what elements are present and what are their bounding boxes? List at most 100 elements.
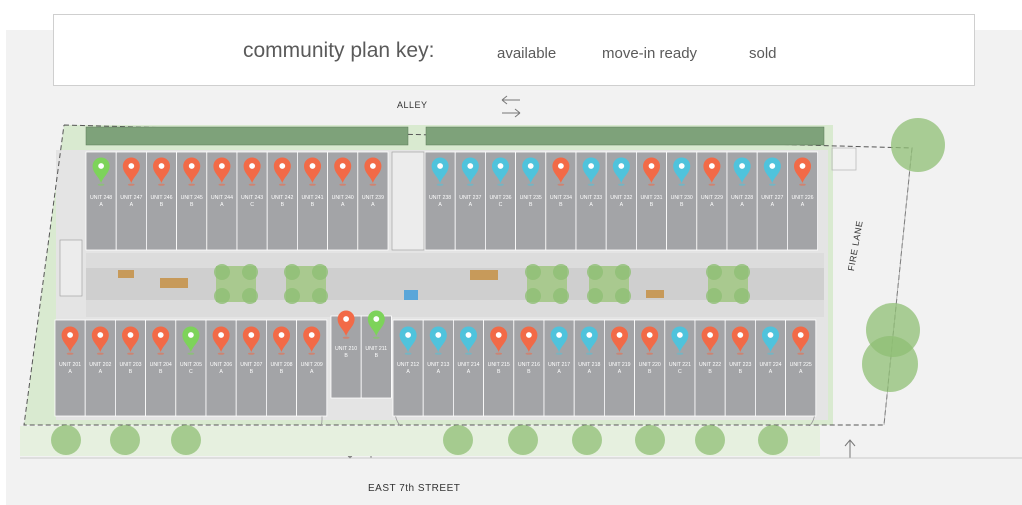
unit-type-label: B (527, 369, 531, 375)
unit-pin-sold-icon[interactable] (552, 157, 570, 186)
unit-number-label: UNIT 234 (550, 195, 572, 201)
unit-pin-available-icon[interactable] (460, 326, 477, 355)
unit-type-label: B (160, 202, 164, 208)
unit-pin-move-in-ready-icon[interactable] (367, 310, 385, 339)
unit-type-label: B (159, 369, 163, 375)
unit-pin-available-icon[interactable] (550, 326, 568, 355)
unit-number-label: UNIT 218 (578, 362, 600, 368)
tree-icon (635, 425, 665, 455)
unit-pin-available-icon[interactable] (582, 157, 600, 186)
unit-pin-sold-icon[interactable] (641, 326, 659, 355)
unit-pin-sold-icon[interactable] (243, 157, 261, 186)
unit-number-label: UNIT 233 (580, 195, 602, 201)
unit-pin-available-icon[interactable] (429, 326, 447, 355)
unit-number-label: UNIT 207 (240, 362, 262, 368)
unit-pin-sold-icon[interactable] (701, 326, 719, 355)
unit-number-label: UNIT 204 (150, 362, 172, 368)
unit-type-label: A (618, 369, 622, 375)
unit-pin-sold-icon[interactable] (304, 157, 321, 186)
unit-number-label: UNIT 236 (489, 195, 511, 201)
unit-pin-available-icon[interactable] (580, 326, 598, 355)
unit-number-label: UNIT 206 (210, 362, 232, 368)
unit-pin-sold-icon[interactable] (152, 326, 170, 355)
unit-pin-sold-icon[interactable] (334, 157, 352, 186)
unit-pin-sold-icon[interactable] (731, 326, 749, 355)
unit-pin-available-icon[interactable] (461, 157, 479, 186)
unit-type-label: A (99, 202, 103, 208)
unit-pin-sold-icon[interactable] (273, 157, 291, 186)
unit-type-label: C (250, 202, 254, 208)
unit-pin-sold-icon[interactable] (242, 326, 260, 355)
unit-number-label: UNIT 227 (761, 195, 783, 201)
unit-pin-sold-icon[interactable] (273, 326, 290, 355)
unit-pin-sold-icon[interactable] (490, 326, 508, 355)
shrub-icon (615, 288, 631, 304)
unit-pin-sold-icon[interactable] (611, 326, 628, 355)
unit-pin-available-icon[interactable] (762, 326, 779, 355)
unit-type-label: C (189, 369, 193, 375)
unit-number-label: UNIT 222 (699, 362, 721, 368)
unit-number-label: UNIT 231 (640, 195, 662, 201)
unit-pin-sold-icon[interactable] (122, 157, 140, 186)
unit-pin-available-icon[interactable] (671, 326, 689, 355)
unit-pin-move-in-ready-icon[interactable] (92, 157, 110, 186)
unit-pin-sold-icon[interactable] (794, 157, 811, 186)
unit-pin-sold-icon[interactable] (703, 157, 721, 186)
unit-number-label: UNIT 215 (488, 362, 510, 368)
unit-type-label: B (497, 369, 501, 375)
unit-pin-move-in-ready-icon[interactable] (182, 326, 200, 355)
unit-type-label: A (68, 369, 72, 375)
unit-pin-available-icon[interactable] (431, 157, 449, 186)
tree-icon (508, 425, 538, 455)
shrub-icon (615, 264, 631, 280)
unit-pin-sold-icon[interactable] (213, 157, 231, 186)
unit-pin-sold-icon[interactable] (303, 326, 321, 355)
shrub-icon (214, 288, 230, 304)
unit-pin-sold-icon[interactable] (183, 157, 201, 186)
unit-type-label: B (280, 369, 284, 375)
shrub-icon (284, 288, 300, 304)
unit-number-label: UNIT 205 (180, 362, 202, 368)
unit-type-label: B (650, 202, 654, 208)
shrub-icon (587, 264, 603, 280)
unit-type-label: A (437, 369, 441, 375)
unit-pin-sold-icon[interactable] (643, 157, 660, 186)
unit-pin-sold-icon[interactable] (153, 157, 170, 186)
tree-group (51, 118, 945, 455)
unit-type-label: A (710, 202, 714, 208)
unit-number-label: UNIT 241 (301, 195, 323, 201)
shrub-icon (553, 264, 569, 280)
unit-pin-sold-icon[interactable] (61, 326, 79, 355)
unit-pin-available-icon[interactable] (763, 157, 781, 186)
unit-pin-sold-icon[interactable] (212, 326, 230, 355)
unit-pin-available-icon[interactable] (673, 157, 691, 186)
unit-pin-available-icon[interactable] (522, 157, 540, 186)
unit-number-label: UNIT 219 (608, 362, 630, 368)
central-stair (391, 151, 425, 251)
unit-pin-sold-icon[interactable] (520, 326, 538, 355)
unit-type-label: A (771, 202, 775, 208)
tree-icon (862, 336, 918, 392)
unit-pin-available-icon[interactable] (612, 157, 630, 186)
unit-pin-sold-icon[interactable] (792, 326, 810, 355)
unit-pin-sold-icon[interactable] (91, 326, 109, 355)
shrub-icon (242, 264, 258, 280)
unit-type-label: A (406, 369, 410, 375)
shrub-icon (284, 264, 300, 280)
unit-pin-sold-icon[interactable] (364, 157, 382, 186)
unit-type-label: B (529, 202, 533, 208)
unit-pin-sold-icon[interactable] (337, 310, 355, 339)
unit-pin-available-icon[interactable] (399, 326, 417, 355)
unit-number-label: UNIT 235 (520, 195, 542, 201)
unit-type-label: A (467, 369, 471, 375)
unit-type-label: A (310, 369, 314, 375)
unit-pin-sold-icon[interactable] (122, 326, 139, 355)
unit-pin-available-icon[interactable] (492, 157, 509, 186)
unit-pin-available-icon[interactable] (733, 157, 751, 186)
bench-icon (118, 270, 134, 278)
unit-number-label: UNIT 210 (335, 346, 357, 352)
unit-type-label: B (559, 202, 563, 208)
